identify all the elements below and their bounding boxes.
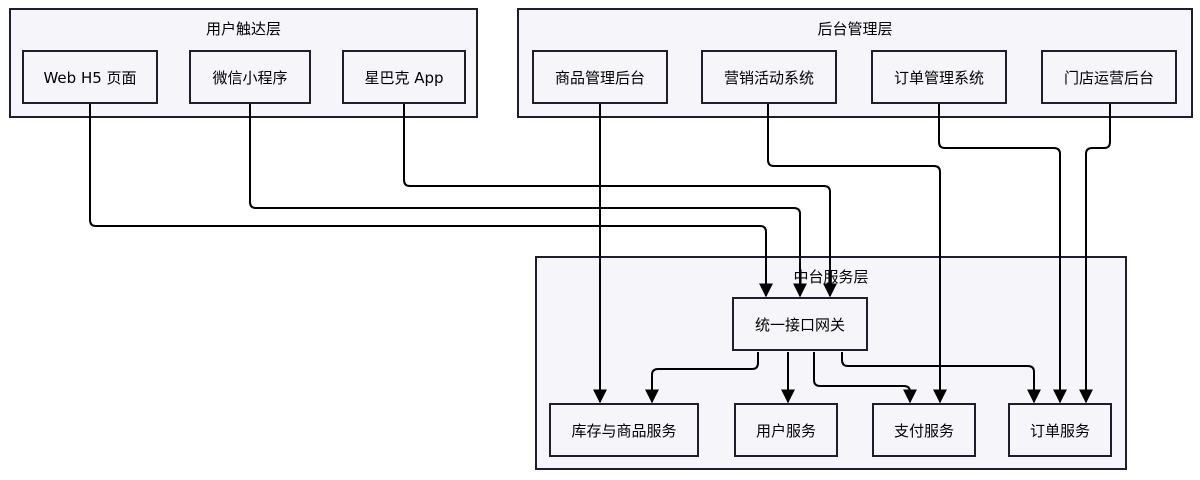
group-backend-admin-title: 后台管理层 bbox=[817, 20, 893, 38]
group-user-touch-title: 用户触达层 bbox=[205, 20, 281, 38]
node-order-management-system: 订单管理系统 bbox=[871, 50, 1007, 104]
node-store-ops-admin-label: 门店运营后台 bbox=[1063, 68, 1154, 87]
edge-gateway-to-order-service bbox=[841, 352, 1041, 404]
node-wechat-mini-program: 微信小程序 bbox=[189, 50, 311, 104]
node-order-management-system-label: 订单管理系统 bbox=[893, 68, 984, 87]
node-inventory-product-service: 库存与商品服务 bbox=[549, 403, 699, 457]
node-starbucks-app-label: 星巴克 App bbox=[364, 68, 444, 87]
node-web-h5-page-label: Web H5 页面 bbox=[43, 68, 137, 87]
node-unified-gateway-label: 统一接口网关 bbox=[754, 315, 845, 334]
node-user-service-label: 用户服务 bbox=[755, 421, 816, 440]
node-product-admin-label: 商品管理后台 bbox=[554, 68, 645, 87]
node-wechat-mini-program-label: 微信小程序 bbox=[212, 68, 288, 87]
edge-order-mgmt-to-order-service bbox=[938, 102, 1067, 404]
edge-marketing-to-payment bbox=[767, 102, 947, 404]
edge-store-ops-to-order-service bbox=[1079, 102, 1111, 404]
node-inventory-product-service-label: 库存与商品服务 bbox=[571, 421, 677, 440]
node-order-service-label: 订单服务 bbox=[1029, 421, 1090, 440]
node-payment-service-label: 支付服务 bbox=[893, 421, 954, 440]
edge-gateway-to-inventory bbox=[645, 352, 759, 404]
edge-wechat-to-gateway bbox=[249, 102, 807, 298]
node-store-ops-admin: 门店运营后台 bbox=[1041, 50, 1177, 104]
node-marketing-system-label: 营销活动系统 bbox=[723, 68, 814, 87]
node-user-service: 用户服务 bbox=[734, 403, 838, 457]
node-marketing-system: 营销活动系统 bbox=[701, 50, 837, 104]
node-unified-gateway: 统一接口网关 bbox=[732, 297, 868, 351]
node-web-h5-page: Web H5 页面 bbox=[22, 50, 158, 104]
node-starbucks-app: 星巴克 App bbox=[342, 50, 466, 104]
edge-gateway-to-payment bbox=[813, 352, 917, 404]
edge-web-h5-to-gateway bbox=[89, 102, 773, 298]
node-payment-service: 支付服务 bbox=[872, 403, 976, 457]
node-product-admin: 商品管理后台 bbox=[532, 50, 668, 104]
edge-app-to-gateway bbox=[403, 102, 837, 298]
node-order-service: 订单服务 bbox=[1008, 403, 1112, 457]
